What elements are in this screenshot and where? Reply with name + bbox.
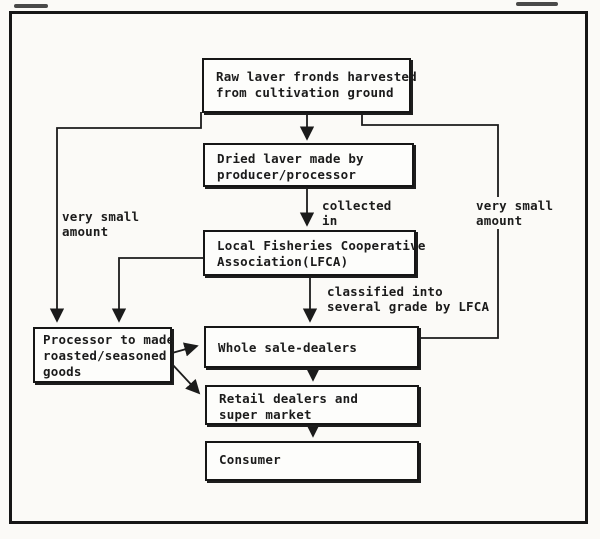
- scan-smudge: [14, 4, 48, 8]
- box-dried-laver: Dried laver made by producer/processor: [203, 143, 414, 187]
- label-classified-line2: several grade by LFCA: [327, 299, 490, 314]
- box-retail-line1: Retail dealers and: [219, 391, 359, 406]
- label-very-small-right-line2: amount: [476, 213, 523, 228]
- box-raw-laver: Raw laver fronds harvested from cultivat…: [202, 58, 417, 113]
- box-consumer-line1: Consumer: [219, 452, 281, 467]
- box-consumer: Consumer: [205, 441, 419, 481]
- arrow-processor-to-wholesale: [171, 342, 199, 357]
- box-processor-line2: roasted/seasoned: [43, 348, 167, 363]
- box-lfca-line2: Association(LFCA): [217, 254, 349, 269]
- label-very-small-right: very small amount: [474, 197, 556, 229]
- label-classified-line1: classified into: [327, 284, 443, 299]
- box-wholesale-line1: Whole sale-dealers: [218, 340, 358, 355]
- box-dried-laver-line2: producer/processor: [217, 167, 357, 182]
- arrow-raw-to-processor-left: [49, 112, 202, 323]
- box-lfca-line1: Local Fisheries Cooperative: [217, 238, 426, 253]
- box-wholesale: Whole sale-dealers: [204, 326, 419, 368]
- box-dried-laver-line1: Dried laver made by: [217, 151, 364, 166]
- label-very-small-left-line2: amount: [62, 224, 109, 239]
- arrow-lfca-to-processor: [111, 257, 203, 323]
- label-collected-in-line1: collected: [322, 198, 392, 213]
- box-raw-laver-line2: from cultivation ground: [216, 85, 394, 100]
- box-retail: Retail dealers and super market: [205, 385, 419, 425]
- box-raw-laver-line1: Raw laver fronds harvested: [216, 69, 417, 84]
- box-processor-line1: Processor to made: [43, 332, 175, 347]
- label-classified: classified into several grade by LFCA: [327, 284, 489, 314]
- label-collected-in-line2: in: [322, 213, 338, 228]
- line-raw-to-wholesale-right: [361, 112, 499, 339]
- box-processor-line3: goods: [43, 364, 82, 379]
- label-collected-in: collected in: [322, 198, 392, 228]
- label-very-small-left: very small amount: [62, 209, 139, 239]
- box-processor: Processor to made roasted/seasoned goods: [33, 327, 175, 383]
- diagram-frame: [9, 11, 588, 524]
- arrow-processor-to-retail: [171, 363, 201, 395]
- box-retail-line2: super market: [219, 407, 312, 422]
- label-very-small-right-line1: very small: [476, 198, 554, 213]
- label-very-small-left-line1: very small: [62, 209, 140, 224]
- scan-smudge: [516, 2, 558, 6]
- box-lfca: Local Fisheries Cooperative Association(…: [203, 230, 426, 276]
